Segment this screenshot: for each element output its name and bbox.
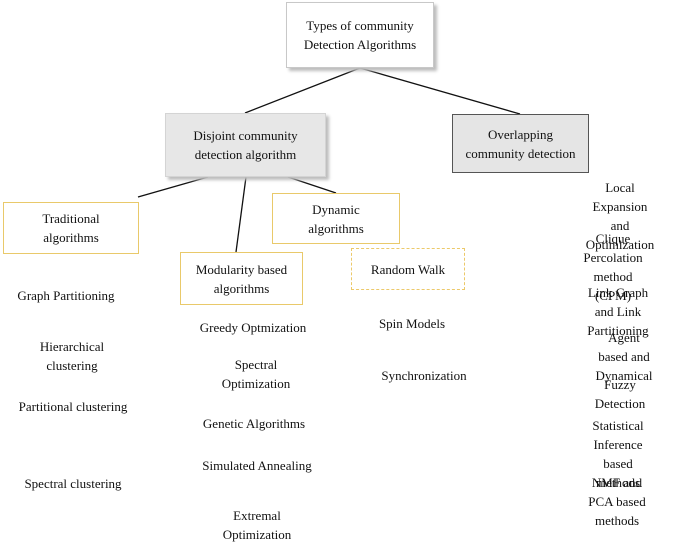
node-overlapping-label: Overlapping community detection bbox=[465, 126, 576, 161]
list-item-greedy-optimization: Greedy Optmization bbox=[199, 320, 307, 335]
edge-disjoint-dynamic bbox=[287, 176, 337, 194]
node-traditional: Traditional algorithms bbox=[3, 202, 139, 254]
list-item-simulated-annealing: Simulated Annealing bbox=[202, 458, 312, 473]
edge-root-disjoint bbox=[244, 67, 361, 114]
node-modularity-label: Modularity based algorithms bbox=[195, 261, 288, 296]
node-disjoint-label: Disjoint community detection algorithm bbox=[193, 128, 298, 162]
list-item-clique-percolation: Clique Percolation method (CPM) bbox=[583, 231, 643, 303]
node-root-label: Types of community Detection Algorithms bbox=[303, 18, 417, 52]
list-item-agent-based: Agent based and Dynamical bbox=[595, 330, 653, 383]
node-dynamic-label: Dynamic algorithms bbox=[308, 201, 364, 236]
node-traditional-label: Traditional algorithms bbox=[42, 211, 100, 245]
list-item-hierarchical-clustering: Hierarchical clustering bbox=[39, 339, 105, 373]
node-disjoint: Disjoint community detection algorithm bbox=[165, 113, 326, 177]
list-item-graph-partitioning: Graph Partitioning bbox=[17, 288, 115, 303]
list-item-spectral-clustering: Spectral clustering bbox=[24, 476, 122, 491]
node-dynamic: Dynamic algorithms bbox=[272, 193, 400, 244]
list-item-extremal-optimization: Extremal Optimization bbox=[222, 508, 292, 542]
node-random-walk: Random Walk bbox=[351, 248, 465, 290]
node-overlapping: Overlapping community detection bbox=[452, 114, 589, 173]
node-random-walk-label: Random Walk bbox=[370, 261, 446, 277]
list-item-synchronization: Synchronization bbox=[381, 368, 467, 383]
node-modularity: Modularity based algorithms bbox=[180, 252, 303, 305]
node-root: Types of community Detection Algorithms bbox=[286, 2, 434, 68]
edge-disjoint-modularity bbox=[235, 176, 247, 253]
list-item-genetic-algorithms: Genetic Algorithms bbox=[202, 416, 306, 431]
list-item-link-graph: Link Graph and Link Partitioning bbox=[587, 285, 649, 338]
edge-disjoint-traditional bbox=[137, 176, 209, 198]
list-item-nmf-pca: NMF and PCA based methods bbox=[588, 475, 646, 528]
list-item-spectral-optimization: Spectral Optimization bbox=[221, 357, 291, 391]
list-item-partitional-clustering: Partitional clustering bbox=[18, 399, 128, 414]
list-item-spin-models: Spin Models bbox=[378, 316, 446, 331]
list-item-fuzzy-detection: Fuzzy Detection bbox=[594, 377, 646, 411]
edge-root-overlapping bbox=[359, 67, 521, 115]
list-item-local-expansion: Local Expansion and Optimization bbox=[585, 180, 655, 252]
list-item-statistical-inference: Statistical Inference based methods bbox=[592, 418, 644, 490]
